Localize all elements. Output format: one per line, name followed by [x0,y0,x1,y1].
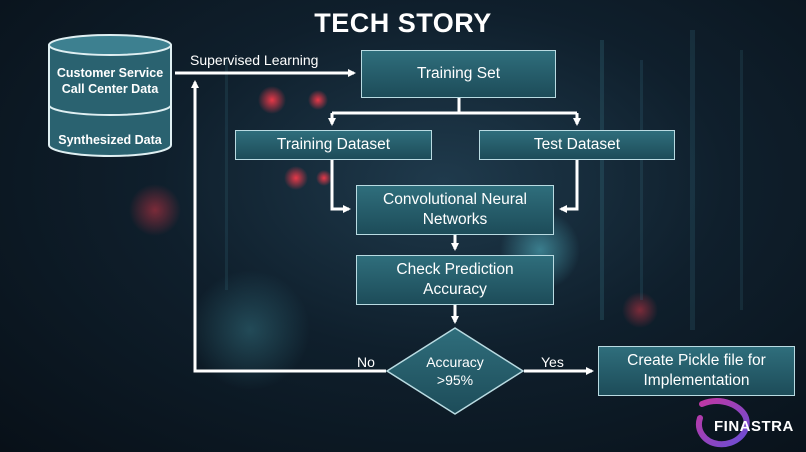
node-training-dataset: Training Dataset [235,130,432,160]
finastra-logo-icon [696,398,750,448]
edge-label-yes: Yes [541,354,564,370]
edge-label-supervised: Supervised Learning [190,52,319,68]
data-source-synthesized-label: Synthesized Data [58,133,162,147]
node-create-pickle: Create Pickle file for Implementation [598,346,795,396]
database-cylinder-icon [48,34,172,157]
node-check-accuracy: Check Prediction Accuracy [356,255,554,305]
node-cnn: Convolutional Neural Networks [356,185,554,235]
decision-label: Accuracy >95% [426,354,484,388]
node-test-dataset: Test Dataset [479,130,675,160]
page-title: TECH STORY [314,8,492,38]
decision-diamond [385,327,525,415]
finastra-logo-text: FINASTRA [714,418,794,435]
node-training-set: Training Set [361,50,556,98]
data-source-primary-label: Customer Service Call Center Data [56,66,164,96]
edge-label-no: No [357,354,375,370]
